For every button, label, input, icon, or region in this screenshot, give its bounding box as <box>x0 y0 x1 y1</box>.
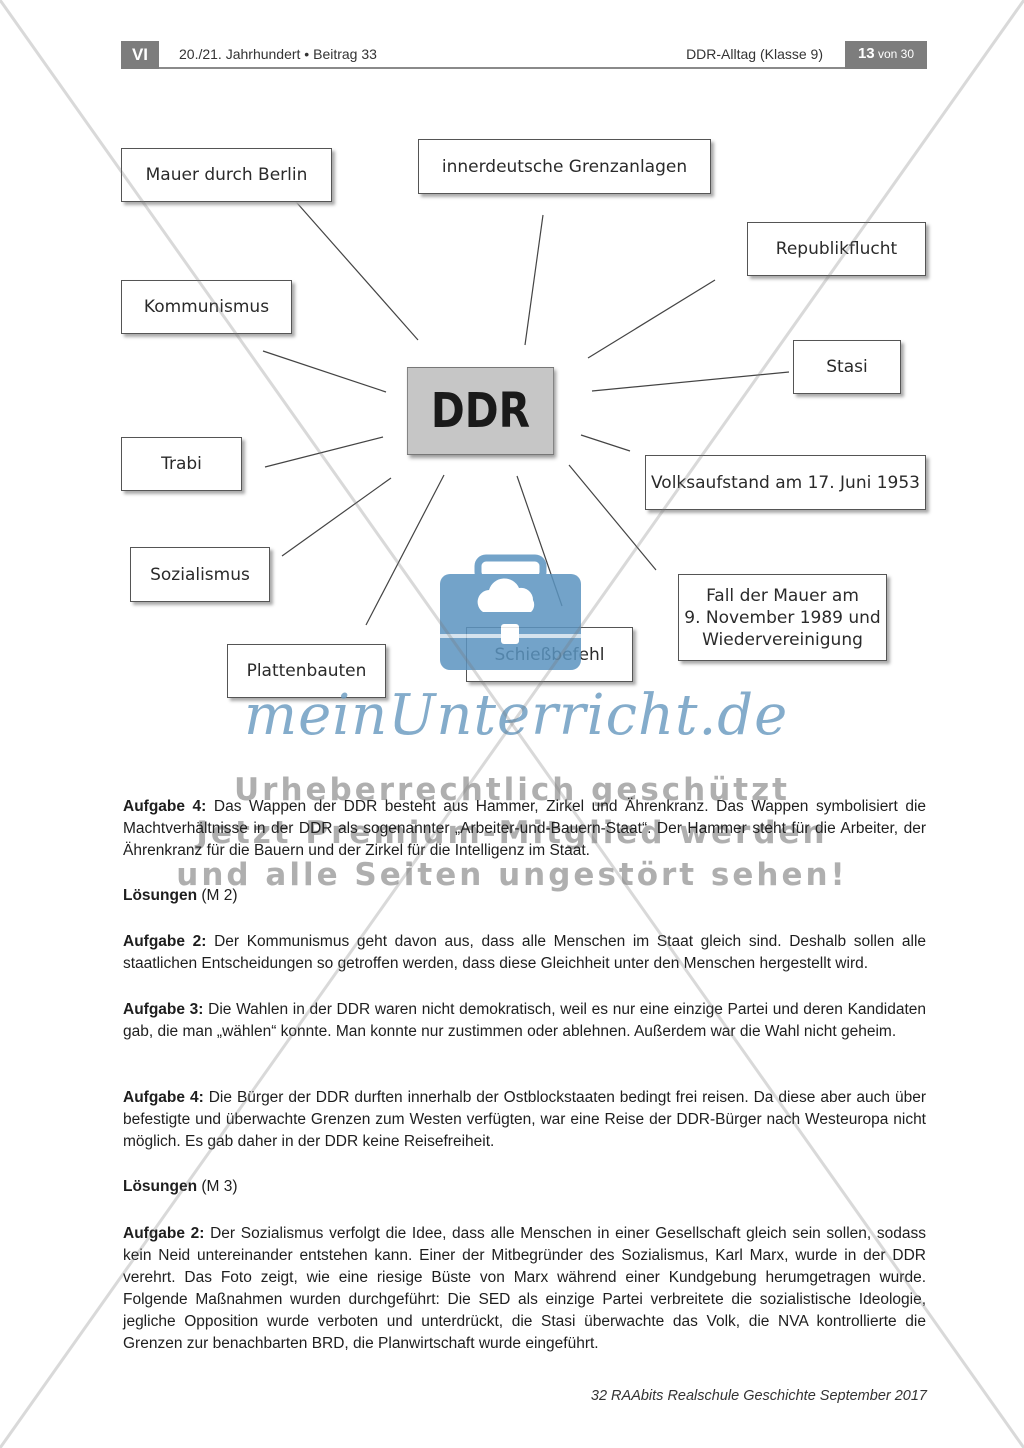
connector-fall <box>568 464 657 571</box>
node-mauer: Mauer durch Berlin <box>121 148 332 202</box>
loesungen-m3-title: Lösungen <box>123 1178 198 1195</box>
section-badge: VI <box>121 41 159 69</box>
node-kommunismus: Kommunismus <box>121 280 292 334</box>
watermark-line-3: und alle Seiten ungestört sehen! <box>176 857 848 893</box>
node-fall-der-mauer: Fall der Mauer am 9. November 1989 und W… <box>678 574 887 661</box>
connector-mauer <box>289 194 419 341</box>
m2-aufgabe-3-block: Aufgabe 3: Die Wahlen in der DDR waren n… <box>123 999 926 1043</box>
connector-trabi <box>264 436 384 468</box>
m3-aufgabe-2-text: Der Sozialismus verfolgt die Idee, dass … <box>123 1225 926 1352</box>
node-republikflucht: Republikflucht <box>747 222 926 276</box>
watermark-brand: meinUnterricht.de <box>244 683 789 748</box>
connector-kommunismus <box>262 350 387 393</box>
loesungen-m3-heading: Lösungen (M 3) <box>123 1178 238 1196</box>
node-fall-line-2: 9. November 1989 und <box>684 607 881 628</box>
header-series: 20./21. Jahrhundert • Beitrag 33 <box>179 46 377 62</box>
watermark-line-2: Jetzt Premium-Mitglied werden <box>196 815 828 851</box>
m2-aufgabe-4-block: Aufgabe 4: Die Bürger der DDR durften in… <box>123 1087 926 1153</box>
page-header: VI 20./21. Jahrhundert • Beitrag 33 DDR-… <box>121 41 927 69</box>
m3-aufgabe-2-heading: Aufgabe 2: <box>123 1225 205 1242</box>
m2-aufgabe-4-text: Die Bürger der DDR durften innerhalb der… <box>123 1089 926 1150</box>
header-rule <box>159 67 845 69</box>
m2-aufgabe-2-text: Der Kommunismus geht davon aus, dass all… <box>123 933 927 972</box>
m2-aufgabe-2-block: Aufgabe 2: Der Kommunismus geht davon au… <box>123 931 926 975</box>
loesungen-m2-ref: (M 2) <box>201 887 238 904</box>
loesungen-m3-ref: (M 3) <box>201 1178 238 1195</box>
page-number: 13 <box>857 45 875 62</box>
m2-aufgabe-4-heading: Aufgabe 4: <box>123 1089 204 1106</box>
node-volksaufstand: Volksaufstand am 17. Juni 1953 <box>645 455 926 510</box>
node-stasi: Stasi <box>793 340 901 394</box>
loesungen-m2-title: Lösungen <box>123 887 198 904</box>
node-fall-line-3: Wiedervereinigung <box>702 629 863 650</box>
page-footer: 32 RAAbits Realschule Geschichte Septemb… <box>590 1388 927 1404</box>
connector-sozialismus <box>281 477 392 557</box>
m2-aufgabe-3-heading: Aufgabe 3: <box>123 1001 204 1018</box>
node-grenzanlagen: innerdeutsche Grenzanlagen <box>418 139 711 194</box>
connector-stasi <box>591 371 790 392</box>
m2-aufgabe-2-heading: Aufgabe 2: <box>123 933 207 950</box>
aufgabe-4-block: Aufgabe 4: Das Wappen der DDR besteht au… <box>123 796 926 862</box>
aufgabe-4-text: Das Wappen der DDR besteht aus Hammer, Z… <box>123 798 927 859</box>
m2-aufgabe-3-text: Die Wahlen in der DDR waren nicht demokr… <box>123 1001 927 1040</box>
connector-republik <box>587 279 716 359</box>
node-center-ddr: DDR <box>406 367 555 455</box>
page-total: von 30 <box>878 47 915 61</box>
node-sozialismus: Sozialismus <box>130 547 270 602</box>
page-indicator: 13 von 30 <box>845 41 927 69</box>
node-trabi: Trabi <box>121 437 242 491</box>
connector-grenz <box>524 214 544 346</box>
aufgabe-4-heading: Aufgabe 4: <box>123 798 207 815</box>
m3-aufgabe-2-block: Aufgabe 2: Der Sozialismus verfolgt die … <box>123 1223 926 1355</box>
node-plattenbauten: Plattenbauten <box>227 644 386 698</box>
connector-volksaufstand <box>580 434 631 452</box>
loesungen-m2-heading: Lösungen (M 2) <box>123 887 238 905</box>
node-fall-line-1: Fall der Mauer am <box>706 585 859 606</box>
header-topic: DDR-Alltag (Klasse 9) <box>686 46 823 62</box>
briefcase-cloud-icon <box>440 554 581 670</box>
watermark-line-1: Urheberrechtlich geschützt <box>234 772 790 808</box>
connector-platten <box>365 474 445 626</box>
